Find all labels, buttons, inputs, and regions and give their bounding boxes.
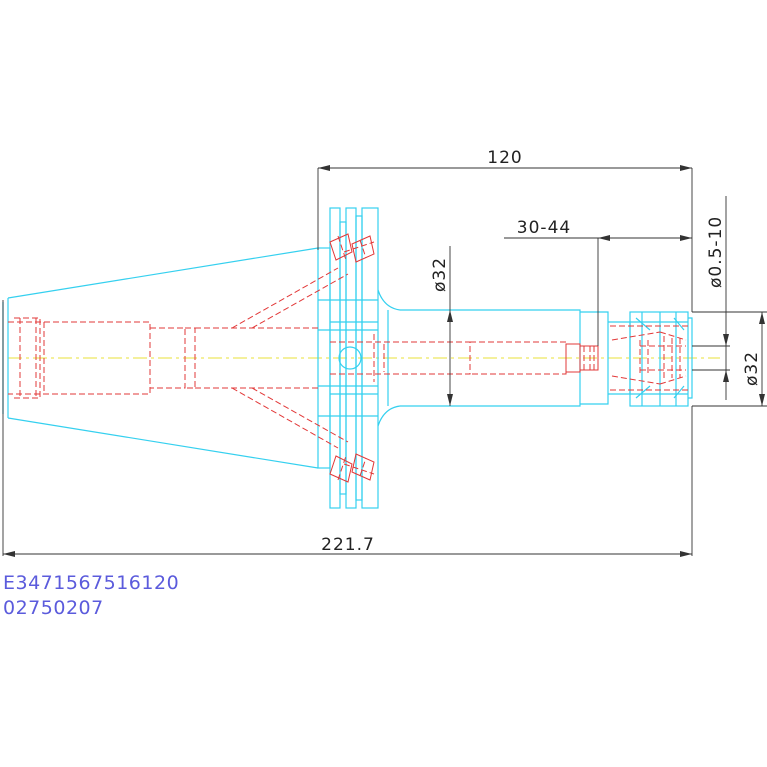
dim-text-221-7: 221.7	[321, 535, 375, 555]
dim-text-30-44: 30-44	[517, 218, 571, 238]
hidden-details	[8, 233, 688, 483]
dimension-lines	[2, 165, 767, 557]
part-code-line-1: E3471567516120	[3, 572, 180, 594]
dim-text-collet-range: ø0.5-10	[706, 216, 726, 288]
dim-text-shank-diameter: ø32	[430, 257, 450, 292]
dim-text-nut-diameter: ø32	[742, 351, 762, 386]
dim-text-120: 120	[487, 148, 522, 168]
part-code-line-2: 02750207	[3, 597, 104, 619]
